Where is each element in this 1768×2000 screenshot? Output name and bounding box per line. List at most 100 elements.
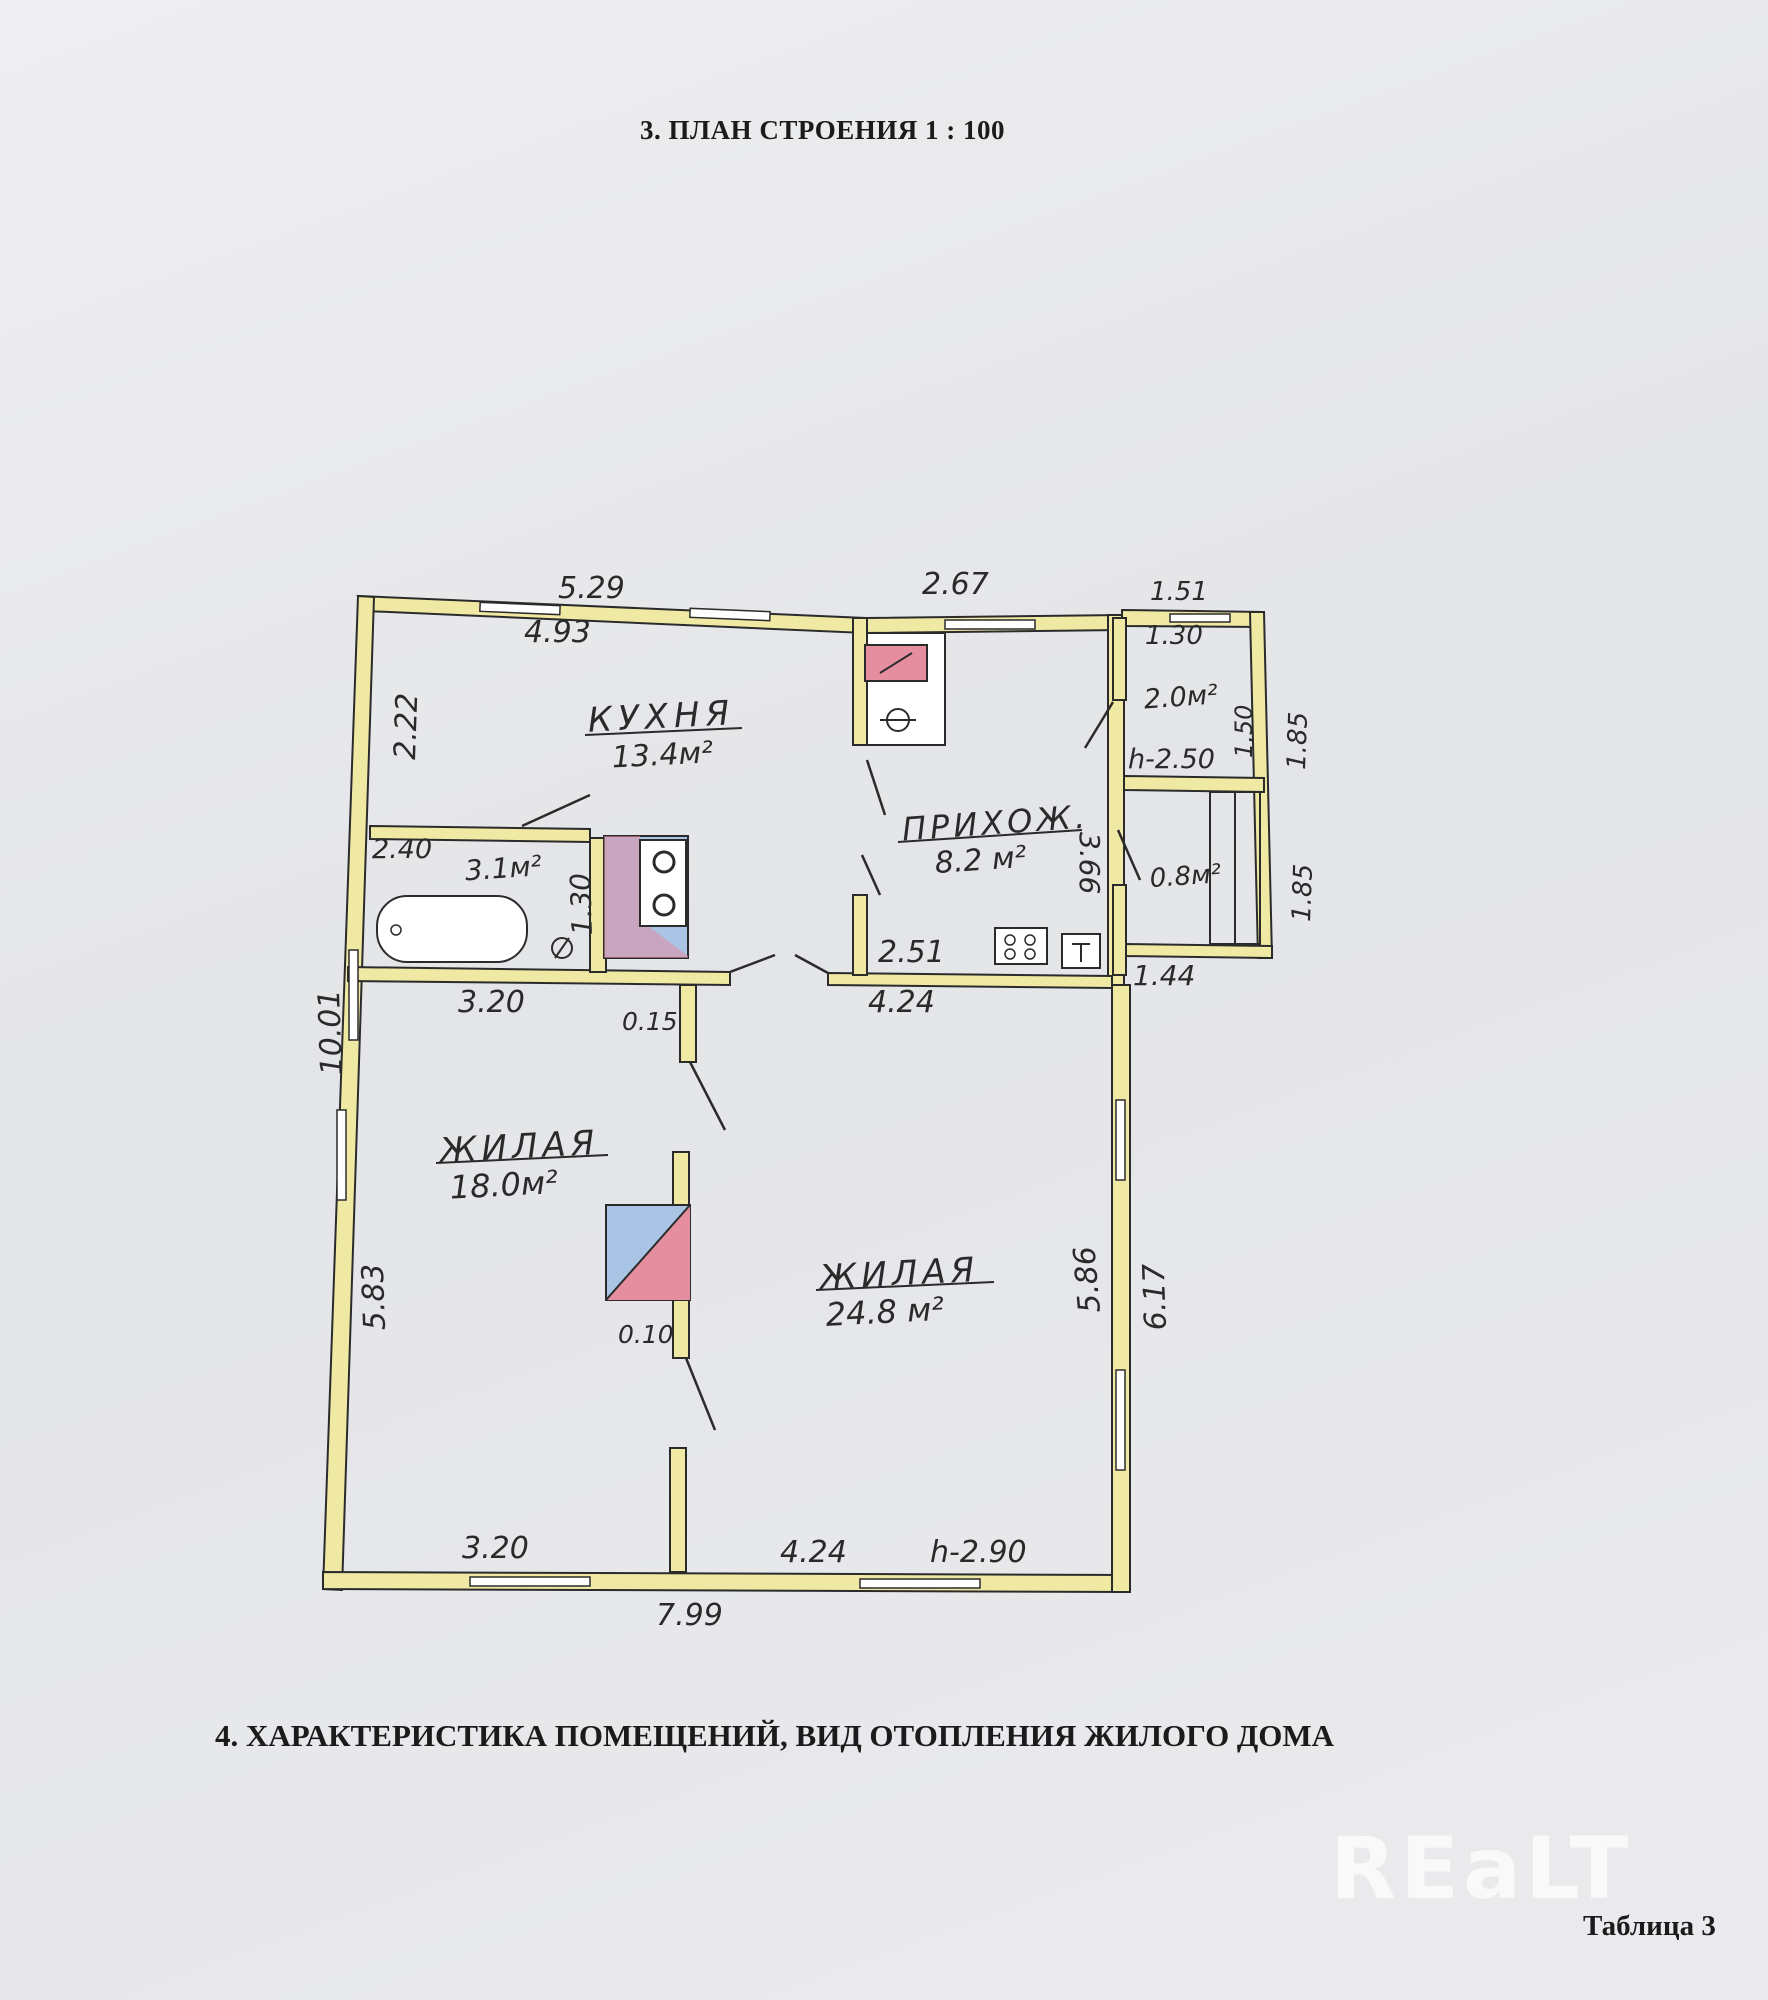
wall-annex-bottom [1123, 942, 1273, 960]
gas-stove-icon [994, 927, 1048, 965]
room-name-underline [897, 829, 1083, 843]
room-area-porch: 0.8м² [1149, 859, 1222, 894]
gas-boiler-icon [864, 632, 946, 746]
wall-partition-lower [669, 1447, 687, 1573]
wall-partition-upper [679, 984, 697, 1063]
dim-bottom-right: 4.24 [780, 1535, 847, 1570]
door-closet [1083, 701, 1115, 749]
heating-stove-diagonal [605, 1204, 691, 1301]
washbasin-line-icon [554, 937, 570, 959]
section-title: 4. ХАРАКТЕРИСТИКА ПОМЕЩЕНИЙ, ВИД ОТОПЛЕН… [215, 1718, 1335, 1753]
stove-burner-icon [652, 893, 676, 917]
dimension-labels: 5.29 4.93 2.67 1.51 1.30 2.22 1.50 1.85 … [312, 567, 1319, 1633]
room-labels: КУХНЯ 13.4м² 3.1м² ПРИХОЖ. 8.2 м² 2.0м² … [435, 679, 1222, 1334]
door-bath [521, 793, 591, 828]
dim-bath-width: 2.40 [372, 834, 432, 865]
bath-stove-red [604, 836, 688, 958]
wall-porch-left [1112, 884, 1127, 976]
dim-top-outer-left: 5.29 [558, 571, 625, 606]
gas-stove-burner [1024, 934, 1036, 946]
room-area-bath: 3.1м² [464, 849, 543, 887]
plan-title: 3. ПЛАН СТРОЕНИЯ 1 : 100 [640, 115, 1005, 145]
dim-mid-left: 3.20 [458, 985, 525, 1020]
bathtub-drain-icon [390, 924, 402, 936]
dim-bottom-total: 7.99 [656, 1598, 723, 1633]
gas-stove-burner [1004, 948, 1016, 960]
boiler-red [864, 644, 928, 682]
dim-kitchen-height: 2.22 [388, 692, 425, 760]
door-kitchen-hall [865, 759, 887, 816]
dim-hall-length: 3.66 [1073, 832, 1106, 894]
wall-hall-left [852, 894, 868, 976]
door-mid-right [794, 953, 829, 975]
wall-bottom [322, 1570, 1131, 1594]
water-heater-mark [1072, 943, 1090, 962]
watermark-logo: REaLT [1330, 1819, 1632, 1919]
window-kitchen-1 [479, 601, 561, 616]
door-hall-left [860, 854, 882, 896]
dim-porch-bottom: 1.44 [1133, 959, 1195, 992]
washbasin-icon [551, 937, 573, 959]
dim-top-right-inner: 1.30 [1145, 621, 1203, 651]
room-name-underline [815, 1281, 995, 1291]
porch-steps-icon [1209, 791, 1261, 945]
room-name-underline [435, 1154, 609, 1164]
dim-top-middle: 2.67 [922, 567, 989, 602]
dim-left-lower: 5.83 [356, 1263, 393, 1331]
window-kitchen-2 [689, 607, 771, 622]
wall-mid-left [347, 965, 731, 987]
window-bottom-1 [469, 1576, 591, 1587]
boiler-slash [879, 652, 913, 674]
window-bottom-2 [859, 1578, 981, 1589]
room-name-living-large: ЖИЛАЯ [817, 1250, 980, 1298]
wall-bath-right [589, 837, 607, 973]
dim-left-total: 10.01 [312, 989, 350, 1076]
windows [336, 601, 1231, 1589]
dim-mid-right: 4.24 [868, 985, 935, 1020]
gas-stove-burner [1024, 948, 1036, 960]
stove-burner-icon [652, 850, 676, 874]
window-right-2 [1115, 1369, 1126, 1471]
doors [521, 701, 1142, 1431]
room-area-hall: 8.2 м² [934, 840, 1028, 881]
window-right-1 [1115, 1099, 1126, 1181]
dim-porch-outer: 1.85 [1287, 863, 1319, 922]
room-name-underline [584, 727, 743, 736]
wall-closet-left [1112, 617, 1127, 701]
bathtub-icon [376, 895, 528, 963]
dim-bath-depth: 1.30 [564, 872, 599, 935]
room-area-closet: 2.0м² [1143, 679, 1219, 715]
room-area-living-small: 18.0м² [449, 1163, 559, 1207]
room-name-living-small: ЖИЛАЯ [437, 1123, 600, 1171]
dim-top-right-outer: 1.51 [1150, 577, 1208, 607]
room-name-kitchen: КУХНЯ [587, 693, 736, 741]
room-area-living-large: 24.8 м² [825, 1290, 945, 1334]
dim-closet-outer: 1.85 [1282, 711, 1314, 770]
bath-stove-icon [603, 835, 689, 959]
door-porch [1116, 829, 1142, 881]
window-closet [1169, 613, 1231, 623]
wall-mid-right [827, 971, 1113, 990]
gas-stove-burner [1004, 934, 1016, 946]
dim-closet-inner: 1.50 [1230, 705, 1258, 758]
wall-right-lower [1111, 984, 1131, 1593]
door-living-lower [684, 1357, 717, 1431]
dim-partition-bottom: 0.10 [618, 1320, 674, 1349]
window-left-upper [348, 949, 359, 1041]
table-label: Таблица 3 [1583, 1910, 1716, 1942]
window-hall [944, 619, 1036, 630]
dim-top-inner-left: 4.93 [524, 615, 591, 650]
window-left-lower [336, 1109, 347, 1201]
wall-left [321, 594, 376, 1592]
dim-hall-bottom: 2.51 [878, 935, 945, 970]
dim-bottom-left: 3.20 [462, 1531, 529, 1566]
wall-annex-mid [1123, 774, 1265, 794]
dim-right-outer: 6.17 [1137, 1263, 1174, 1331]
door-living [688, 1061, 727, 1131]
dim-closet-ceiling: h-2.50 [1128, 744, 1215, 775]
dim-partition-top: 0.15 [622, 1007, 678, 1036]
heating-stove-icon [605, 1204, 691, 1301]
door-mid-left [729, 953, 776, 974]
